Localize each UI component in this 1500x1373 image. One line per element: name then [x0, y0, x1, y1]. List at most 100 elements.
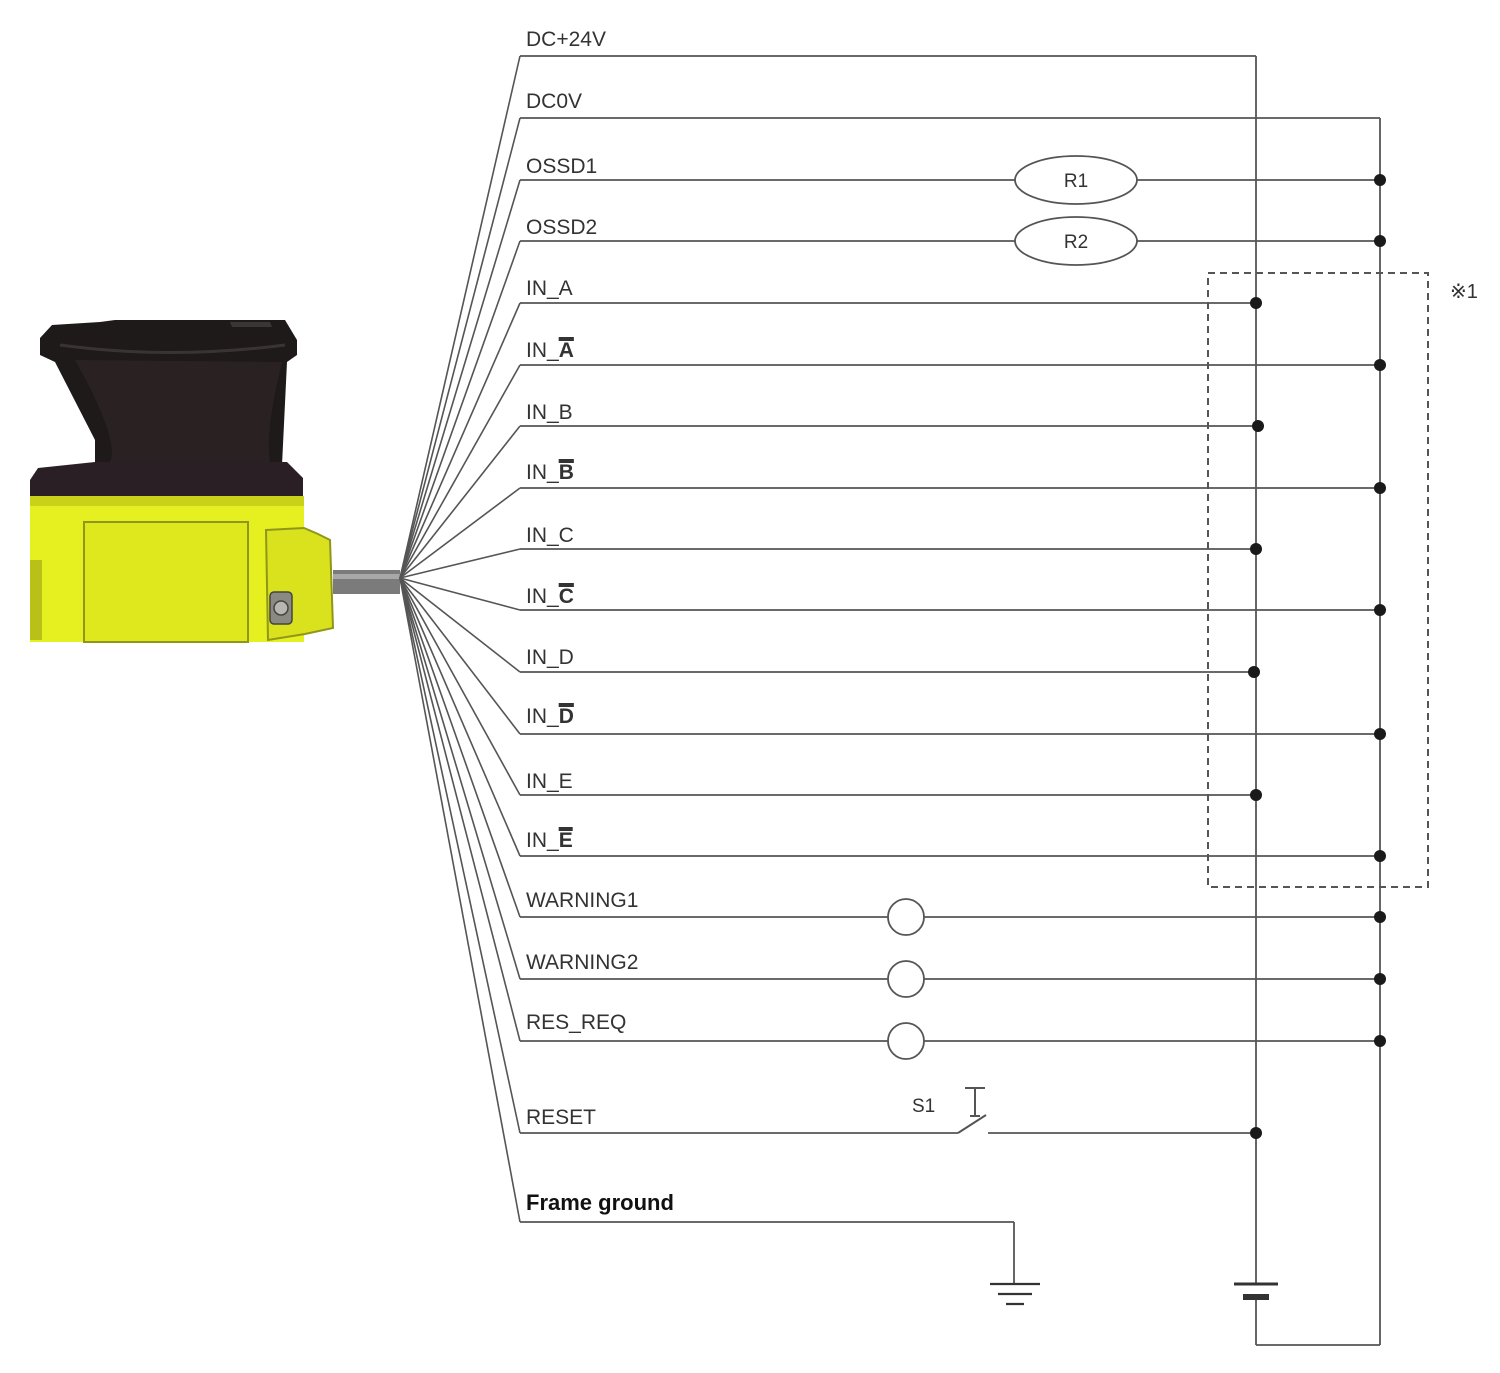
wire-label-bar-text: A	[559, 339, 574, 362]
wire-label: IN_A	[526, 339, 574, 362]
wire-label-text: IN_	[526, 829, 559, 852]
wire-label: RES_REQ	[526, 1011, 626, 1034]
input-group-box	[1207, 272, 1429, 888]
wire-label-text: OSSD2	[526, 216, 597, 239]
wire-label: WARNING1	[526, 889, 638, 912]
wire-label-text: IN_	[526, 705, 559, 728]
junction-dot	[1374, 1035, 1386, 1047]
fanout-wire	[399, 577, 521, 1042]
junction-dot	[1250, 1127, 1262, 1139]
wire-label: IN_A	[526, 277, 573, 300]
fanout-wire	[399, 240, 521, 579]
dc-power-supply-symbol	[1234, 1282, 1278, 1300]
indicator-lamp-symbol	[887, 1022, 925, 1060]
wire-label: IN_D	[526, 646, 574, 669]
resistor-symbol	[1014, 216, 1138, 266]
wire-label: Frame ground	[526, 1190, 674, 1215]
wire-runs	[520, 55, 1380, 1223]
junction-dot	[1374, 973, 1386, 985]
resistor-label: R1	[1064, 171, 1088, 192]
wire-label-text: DC+24V	[526, 28, 606, 51]
scanner-front-panel	[83, 521, 249, 643]
wire-label-text: WARNING1	[526, 889, 638, 912]
wire-labels: DC+24VDC0VOSSD1OSSD2IN_AIN_AIN_BIN_BIN_C…	[526, 28, 674, 1215]
junction-dot	[1250, 297, 1262, 309]
wire-label-text: IN_A	[526, 277, 573, 300]
wire-label: DC0V	[526, 90, 582, 113]
wire-label: OSSD1	[526, 155, 597, 178]
wire-label-text: IN_D	[526, 646, 574, 669]
wire-label-text: WARNING2	[526, 951, 638, 974]
wire-label-text: DC0V	[526, 90, 582, 113]
safety-laser-scanner-device	[30, 320, 400, 643]
wire-label: IN_D	[526, 705, 574, 728]
wire-label: IN_E	[526, 829, 573, 852]
wire-label: IN_B	[526, 401, 573, 424]
fanout-wire	[399, 577, 521, 735]
junction-dot	[1374, 359, 1386, 371]
fanout-wire	[399, 55, 521, 579]
wire-label: RESET	[526, 1106, 596, 1129]
fanout-wire	[399, 577, 521, 918]
wire-label: IN_B	[526, 461, 574, 484]
wire-fanout	[399, 55, 521, 1223]
fanout-wire	[399, 302, 521, 579]
wire-label-text: OSSD1	[526, 155, 597, 178]
wire-label: OSSD2	[526, 216, 597, 239]
fanout-wire	[399, 117, 521, 579]
resistor-symbol	[1014, 155, 1138, 205]
switch-label: S1	[912, 1096, 935, 1117]
junction-dot	[1374, 604, 1386, 616]
pushbutton-switch-symbol	[957, 1087, 987, 1134]
junction-dot	[1374, 911, 1386, 923]
wire-label-text: RES_REQ	[526, 1011, 626, 1034]
wire-label-bar-text: E	[559, 829, 573, 852]
wire-label-text: IN_	[526, 461, 559, 484]
wire-label-text: Frame ground	[526, 1190, 674, 1215]
fanout-wire	[399, 577, 521, 1134]
fanout-wire	[399, 487, 521, 579]
wire-label-bar-text: D	[559, 705, 574, 728]
junction-dot	[1374, 235, 1386, 247]
scanner-cable	[333, 570, 400, 594]
resistor-label: R2	[1064, 232, 1088, 253]
scanner-band	[30, 462, 303, 497]
fanout-wire	[399, 548, 521, 579]
fanout-wire	[399, 425, 521, 579]
junction-dot	[1374, 850, 1386, 862]
fanout-wire	[399, 577, 521, 796]
junction-dot	[1374, 728, 1386, 740]
junction-dot	[1250, 789, 1262, 801]
wire-label-text: IN_	[526, 339, 559, 362]
fanout-wire	[399, 577, 521, 673]
junction-dot	[1250, 543, 1262, 555]
indicator-lamp-symbol	[887, 898, 925, 936]
fanout-wire	[399, 577, 521, 980]
fanout-wire	[399, 577, 521, 611]
wire-label-text: IN_B	[526, 401, 573, 424]
fanout-wire	[399, 179, 521, 579]
wire-label: IN_C	[526, 524, 574, 547]
wire-label: WARNING2	[526, 951, 638, 974]
note-label: ※1	[1450, 281, 1478, 303]
wire-label: IN_E	[526, 770, 573, 793]
wire-label-bar-text: B	[559, 461, 574, 484]
fanout-wire	[399, 577, 521, 1223]
wire-label-text: IN_C	[526, 524, 574, 547]
junction-dot	[1374, 482, 1386, 494]
junction-dot	[1252, 420, 1264, 432]
junction-dot	[1248, 666, 1260, 678]
wire-label-text: IN_E	[526, 770, 573, 793]
junction-dots	[1248, 174, 1386, 1139]
wire-label-bar-text: C	[559, 585, 574, 608]
ground-symbol	[990, 1282, 1040, 1306]
wire-label-text: IN_	[526, 585, 559, 608]
indicator-lamp-symbol	[887, 960, 925, 998]
fanout-wire	[399, 364, 521, 579]
wire-label-text: RESET	[526, 1106, 596, 1129]
fanout-wire	[399, 577, 521, 857]
wire-label: IN_C	[526, 585, 574, 608]
